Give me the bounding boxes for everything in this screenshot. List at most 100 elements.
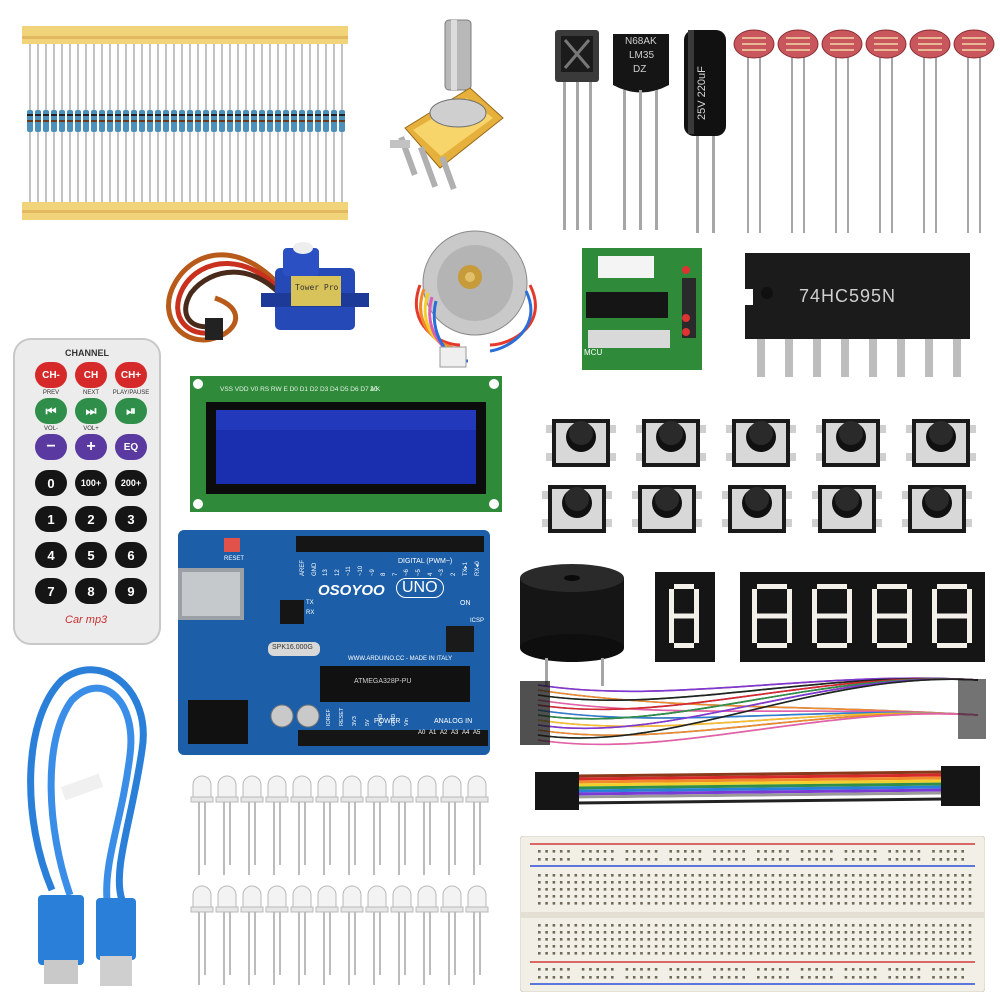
electrolytic-capacitor: 25V 220uF xyxy=(682,28,730,233)
uno-digital-pin-label: 4 xyxy=(427,572,434,576)
uno-digital-pin-label: 2 xyxy=(450,572,457,576)
uno-digital-pin-label: ~5 xyxy=(416,569,422,576)
uno-analog-pin-label: A2 xyxy=(440,730,448,736)
uno-digital-pin-label: GND xyxy=(311,562,318,576)
tactile-button xyxy=(632,485,702,533)
remote-button[interactable]: 7 xyxy=(35,578,67,604)
resistor-strip xyxy=(22,24,348,224)
tactile-button xyxy=(906,419,976,467)
remote-media-button[interactable]: ⏯ xyxy=(115,398,147,424)
segment xyxy=(757,613,787,619)
uno-analog-pin-label: A1 xyxy=(429,730,437,736)
remote-caption: PLAY/PAUSE xyxy=(112,390,150,396)
uno-digital-pin-label: ~9 xyxy=(369,569,376,576)
breadboard xyxy=(519,835,986,993)
led xyxy=(365,885,389,985)
tactile-button xyxy=(542,485,612,533)
remote-button[interactable]: 0 xyxy=(35,470,67,496)
shift-register-ic: 74HC595N xyxy=(745,253,970,378)
led xyxy=(315,775,339,875)
remote-button[interactable]: EQ xyxy=(115,434,147,460)
remote-button[interactable]: 8 xyxy=(75,578,107,604)
segment xyxy=(937,643,967,648)
uno-digital-pin-label: RX◂0 xyxy=(475,561,481,576)
remote-button[interactable]: CH xyxy=(75,362,107,388)
segment xyxy=(817,643,847,648)
segment xyxy=(757,584,787,589)
potentiometer xyxy=(385,18,505,193)
remote-media-button[interactable]: ⏭ xyxy=(75,398,107,424)
led xyxy=(290,775,314,875)
led xyxy=(190,775,214,875)
remote-button[interactable]: + xyxy=(75,434,107,460)
tactile-button xyxy=(902,485,972,533)
remote-button[interactable]: 2 xyxy=(75,506,107,532)
remote-caption: VOL- xyxy=(43,426,58,432)
segment xyxy=(907,616,912,643)
led xyxy=(340,885,364,985)
led xyxy=(215,885,239,985)
photoresistor-row xyxy=(732,28,1000,238)
remote-button[interactable]: − xyxy=(35,434,67,460)
uno-analog-pin-label: A4 xyxy=(462,730,470,736)
uno-digital-pin-label: 7 xyxy=(392,572,399,576)
segment xyxy=(937,613,967,619)
segment xyxy=(787,616,792,643)
temp-sensor-line3: DZ xyxy=(633,64,647,75)
uno-icsp-label: ICSP xyxy=(470,618,485,624)
segment xyxy=(907,589,912,616)
remote-button[interactable]: 6 xyxy=(115,542,147,568)
uno-digital-pin-label: ~6 xyxy=(404,569,411,576)
jumper-wire-bundle xyxy=(518,675,1000,755)
remote-logo: Car mp3 xyxy=(65,614,108,626)
led xyxy=(415,775,439,875)
uno-digital-pin-label: AREF xyxy=(300,559,306,576)
resistor-strip-graphic xyxy=(22,26,348,220)
tactile-button xyxy=(636,419,706,467)
usb-cable xyxy=(12,660,167,990)
driver-mcu-label: MCU xyxy=(584,348,603,357)
remote-button[interactable]: 5 xyxy=(75,542,107,568)
remote-button[interactable]: 3 xyxy=(115,506,147,532)
tactile-button xyxy=(816,419,886,467)
segment xyxy=(752,589,757,616)
segment xyxy=(932,589,937,616)
remote-button[interactable]: 9 xyxy=(115,578,147,604)
segment xyxy=(674,643,694,648)
stepper-motor xyxy=(400,215,550,370)
uno-crystal-label: SPK16.000G xyxy=(272,644,313,651)
uno-digital-pin-label: ~10 xyxy=(358,565,364,576)
remote-button[interactable]: 200+ xyxy=(115,470,147,496)
segment xyxy=(967,616,972,643)
uno-brand: OSOYOO xyxy=(318,582,385,599)
remote-button[interactable]: 4 xyxy=(35,542,67,568)
segment xyxy=(847,616,852,643)
remote-media-button[interactable]: ⏮ xyxy=(35,398,67,424)
segment xyxy=(877,643,907,648)
lcd-pin-end: 16 xyxy=(370,386,378,393)
buzzer xyxy=(515,558,630,688)
lcd-pin-labels: VSS VDD V0 RS RW E D0 D1 D2 D3 D4 D5 D6 … xyxy=(220,386,381,393)
led xyxy=(465,885,489,985)
uno-website: WWW.ARDUINO.CC - MADE IN ITALY xyxy=(348,656,453,662)
led xyxy=(440,885,464,985)
tactile-button xyxy=(812,485,882,533)
remote-button[interactable]: CH+ xyxy=(115,362,147,388)
led xyxy=(340,775,364,875)
remote-button[interactable]: 100+ xyxy=(75,470,107,496)
remote-button[interactable]: 1 xyxy=(35,506,67,532)
temperature-sensor: N68AK LM35 DZ xyxy=(611,30,671,230)
segment xyxy=(877,613,907,619)
uno-power-pin-label: RESET xyxy=(339,707,345,726)
segment xyxy=(877,584,907,589)
uno-analog-pin-label: A3 xyxy=(451,730,459,736)
stepper-driver-board: MCU xyxy=(582,248,702,370)
remote-button[interactable]: CH- xyxy=(35,362,67,388)
ic-label: 74HC595N xyxy=(799,286,897,306)
tactile-button xyxy=(546,419,616,467)
uno-tx-label: TX xyxy=(306,600,314,606)
segment xyxy=(669,589,674,616)
tactile-button xyxy=(722,485,792,533)
uno-analog-pin-label: A5 xyxy=(473,730,481,736)
